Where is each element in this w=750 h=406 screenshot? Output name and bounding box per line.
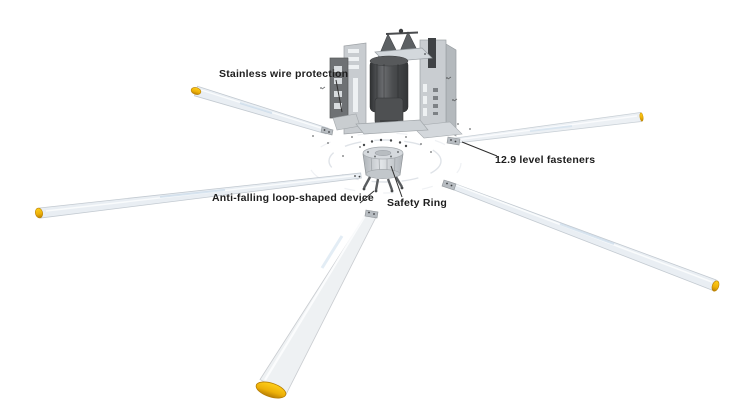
- blade-tip-winglet: [190, 87, 202, 95]
- blade-tip-winglet: [639, 112, 644, 122]
- motor: [355, 55, 429, 135]
- label-anti-falling-device: Anti-falling loop-shaped device: [212, 192, 374, 204]
- scattered-fasteners: [312, 76, 471, 157]
- ceiling-mount: [374, 28, 433, 63]
- fan-blade-left: [35, 172, 362, 219]
- blade-tip-winglet: [255, 381, 287, 399]
- fan-blade-bottom-center: [255, 209, 379, 399]
- hub-safety-ring-assembly: [362, 138, 408, 193]
- label-stainless-wire-protection: Stainless wire protection: [219, 68, 349, 80]
- leader-lines: [335, 79, 498, 204]
- leader-line-stainless-wire-protection: [335, 79, 343, 113]
- anti-falling-ring: [308, 132, 462, 194]
- blade-root-fork: [441, 179, 457, 191]
- leader-line-anti-falling-device: [359, 190, 375, 204]
- hub-bolts: [362, 138, 408, 148]
- safety-ring-legs: [362, 176, 404, 193]
- fan-blade-bottom-right: [441, 179, 720, 292]
- label-safety-ring: Safety Ring: [387, 197, 447, 209]
- blade-tip-winglet: [35, 207, 43, 219]
- fan-blade-right-upper: [446, 112, 644, 146]
- blade-root-fork: [364, 209, 379, 219]
- label-12-9-level-fasteners: 12.9 level fasteners: [495, 154, 596, 166]
- blade-root-fork: [320, 126, 334, 136]
- blade-tip-winglet: [711, 280, 720, 292]
- fan-blade-upper-left: [190, 85, 334, 136]
- blade-root-fork: [446, 136, 461, 146]
- wire-protection-bracket-right: [411, 38, 463, 139]
- leader-line-safety-ring: [390, 165, 403, 198]
- blade-root-fork: [354, 175, 361, 178]
- leader-line-level-fasteners: [461, 141, 498, 157]
- wire-protection-bracket-left: [329, 42, 367, 135]
